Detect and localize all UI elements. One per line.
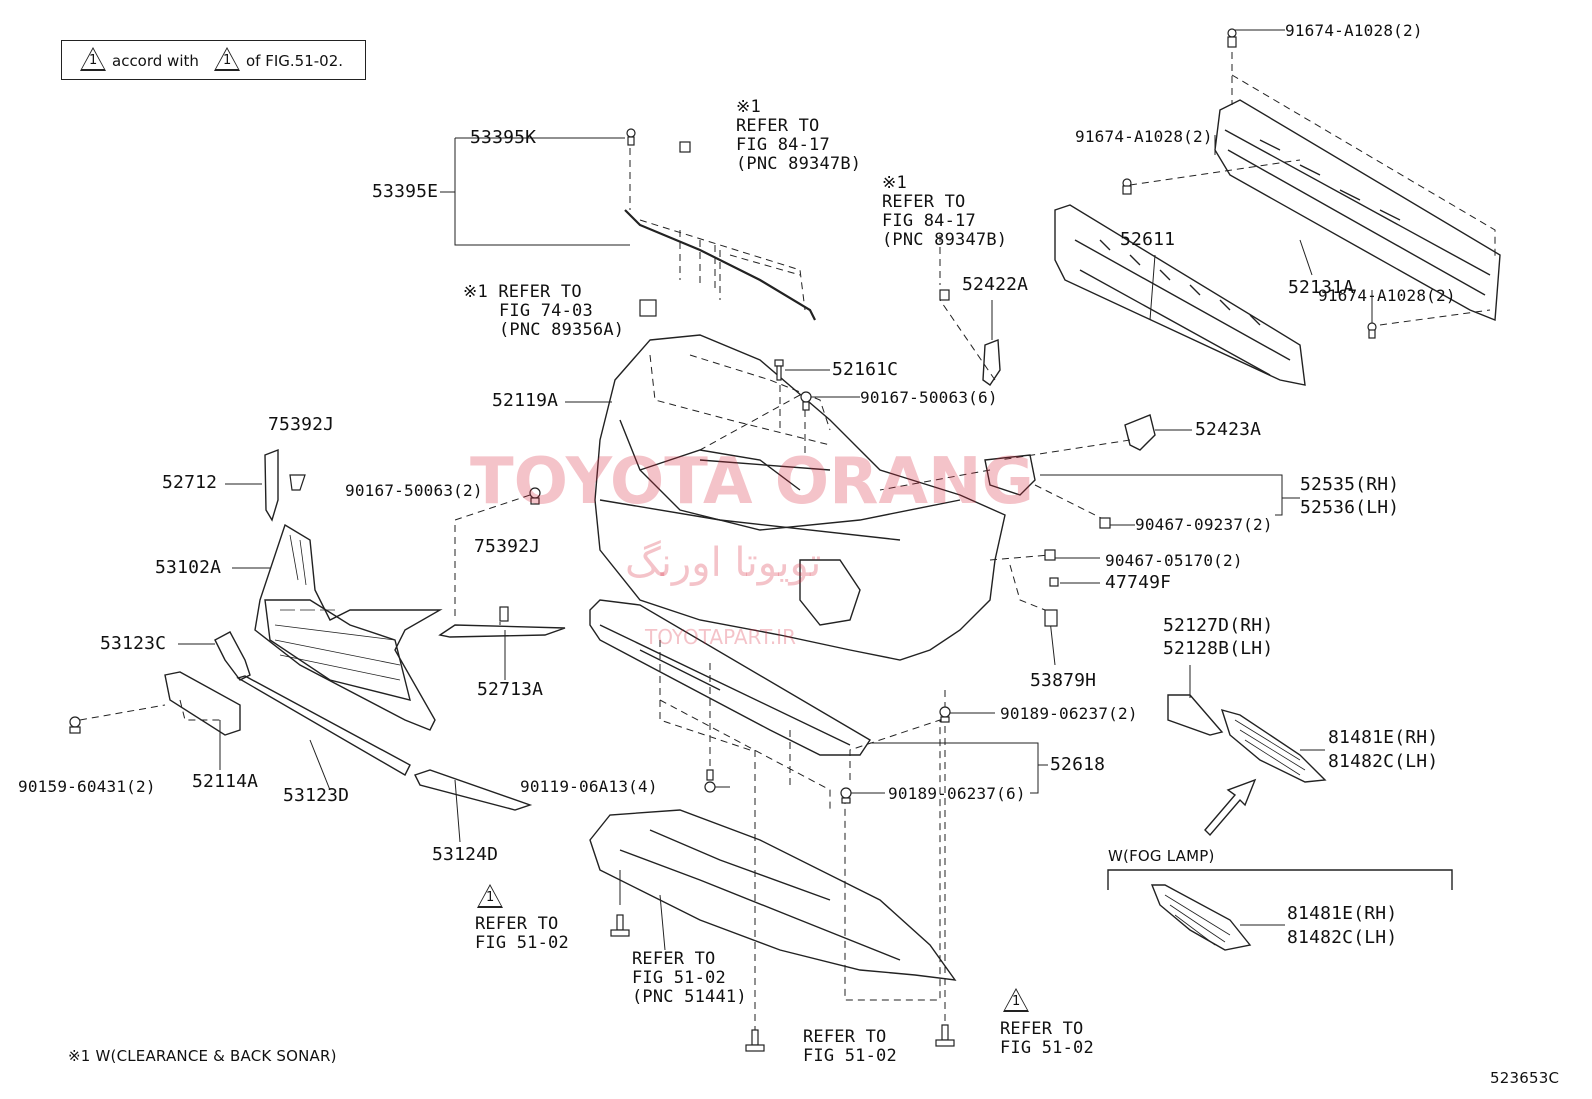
part-label: 53879H: [1030, 670, 1097, 691]
part-label: 53102A: [155, 557, 222, 578]
seal-53395e-shape: [624, 209, 816, 321]
part-label: 52422A: [962, 274, 1029, 295]
part-label: 81481E(RH): [1287, 903, 1398, 924]
refer-note: REFER TO FIG 51-02: [803, 1027, 897, 1066]
note-box-pre: accord with: [112, 52, 199, 70]
part-label: 52535(RH): [1300, 474, 1400, 495]
refer-note: REFER TO FIG 51-02 (PNC 51441): [632, 949, 747, 1007]
part-label: 75392J: [268, 414, 335, 435]
bracket-52114a-shape: [164, 671, 241, 736]
reinforcement-52131a-shape: [1214, 99, 1501, 322]
footnote: ※1 W(CLEARANCE & BACK SONAR): [68, 1047, 337, 1065]
part-label: 90119-06A13(4): [520, 777, 658, 796]
part-label: 52127D(RH): [1163, 615, 1274, 636]
part-label: 91674-A1028(2): [1285, 21, 1423, 40]
part-label: 90467-05170(2): [1105, 551, 1243, 570]
part-label: 52712: [162, 472, 218, 493]
part-label: 90167-50063(2): [345, 481, 483, 500]
refer-note: ※1 REFER TO FIG 74-03 (PNC 89356A): [463, 282, 625, 340]
part-label: 52128B(LH): [1163, 638, 1274, 659]
part-label: 53124D: [432, 844, 499, 865]
moulding-52712-shape: [264, 448, 279, 522]
fog-lamp-label: W(FOG LAMP): [1108, 847, 1215, 865]
warning-triangle-icon: 1: [214, 47, 240, 71]
part-label: 53123D: [283, 785, 350, 806]
part-label: 90159-60431(2): [18, 777, 156, 796]
part-label: 75392J: [474, 536, 541, 557]
part-label: 52423A: [1195, 419, 1262, 440]
part-label: 47749F: [1105, 572, 1172, 593]
part-label: 91674-A1028(2): [1318, 286, 1456, 305]
refer-note: ※1 REFER TO FIG 84-17 (PNC 89347B): [736, 97, 862, 174]
part-label: 52161C: [832, 359, 899, 380]
part-label: 81482C(LH): [1287, 927, 1398, 948]
part-label: 81482C(LH): [1328, 751, 1439, 772]
bracket-52535-shape: [984, 454, 1036, 496]
part-label: 52114A: [192, 771, 259, 792]
strip-53123d-shape: [236, 675, 411, 776]
deflector-52618-shape: [589, 599, 871, 756]
part-label: 52536(LH): [1300, 497, 1400, 518]
part-label: 53123C: [100, 633, 167, 654]
note-box: 1 accord with 1 of FIG.51-02.: [61, 40, 366, 80]
under-cover-shape: [589, 809, 957, 981]
fog-cover-52127d-shape: [1167, 694, 1224, 736]
warning-triangle-icon: 1: [1003, 988, 1029, 1012]
fog-lamp-bracket-shape: [1107, 869, 1453, 890]
part-label: 52119A: [492, 390, 559, 411]
part-label: 90189-06237(2): [1000, 704, 1138, 723]
garnish-53124d-shape: [414, 769, 533, 811]
warning-triangle-icon: 1: [477, 884, 503, 908]
part-label: 53395K: [470, 127, 537, 148]
bumper-cover-52119a-shape: [594, 334, 1006, 661]
part-label: 90467-09237(2): [1135, 515, 1273, 534]
part-label: 52131A: [1288, 277, 1355, 298]
part-label: 52618: [1050, 754, 1106, 775]
garnish-53123c-shape: [214, 631, 251, 681]
arrow-shape: [1204, 778, 1257, 837]
part-label: 81481E(RH): [1328, 727, 1439, 748]
warning-triangle-icon: 1: [80, 47, 106, 71]
fog-grille-81481e-shape: [1220, 708, 1327, 783]
note-box-post: of FIG.51-02.: [246, 52, 344, 70]
refer-note: ※1 REFER TO FIG 84-17 (PNC 89347B): [882, 173, 1008, 250]
drawing-id: 523653C: [1490, 1069, 1560, 1087]
part-label: 52611: [1120, 229, 1176, 250]
bracket-52422a-shape: [982, 339, 1001, 386]
part-label: 91674-A1028(2): [1075, 127, 1213, 146]
part-label: 90167-50063(6): [860, 388, 998, 407]
part-label: 90189-06237(6): [888, 784, 1026, 803]
refer-note: REFER TO FIG 51-02: [1000, 1019, 1094, 1058]
absorber-52611-shape: [1054, 204, 1306, 386]
part-label: 53395E: [372, 181, 439, 202]
fog-grille-81481e-lower-shape: [1150, 884, 1252, 951]
refer-note: REFER TO FIG 51-02: [475, 914, 569, 953]
bracket-52423a-shape: [1124, 414, 1156, 451]
part-label: 52713A: [477, 679, 544, 700]
grille-53102a-shape: [254, 523, 443, 731]
garnish-52713a-shape: [438, 624, 566, 638]
